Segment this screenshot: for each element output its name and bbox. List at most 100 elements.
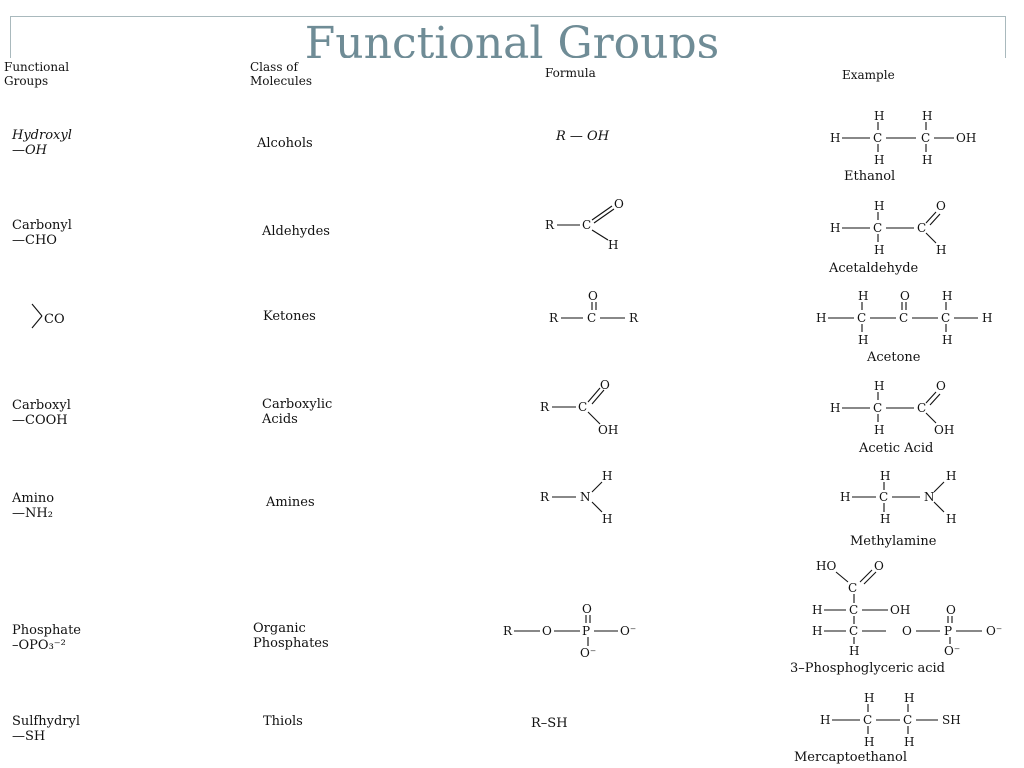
formula-amine-structure: R N H H <box>540 469 612 526</box>
svg-text:H: H <box>602 512 612 526</box>
svg-text:O⁻: O⁻ <box>986 624 1002 638</box>
svg-text:O: O <box>600 378 610 392</box>
example-methylamine-label: Methylamine <box>850 534 937 549</box>
svg-text:O: O <box>946 603 956 617</box>
svg-text:O: O <box>588 289 598 303</box>
svg-text:P: P <box>582 624 590 638</box>
svg-text:OH: OH <box>934 423 954 437</box>
header-example: Example <box>842 68 895 82</box>
svg-text:H: H <box>602 469 612 483</box>
svg-text:H: H <box>812 603 822 617</box>
svg-text:R: R <box>540 490 550 504</box>
example-mercaptoethanol-label: Mercaptoethanol <box>794 750 908 765</box>
svg-text:H: H <box>904 735 914 749</box>
svg-text:C: C <box>863 713 872 727</box>
svg-text:H: H <box>874 423 884 437</box>
svg-text:N: N <box>924 490 935 504</box>
svg-text:H: H <box>816 311 826 325</box>
svg-text:C: C <box>578 400 587 414</box>
svg-text:H: H <box>864 735 874 749</box>
example-acetaldehyde-label: Acetaldehyde <box>829 261 919 276</box>
svg-text:C: C <box>587 311 596 325</box>
svg-text:H: H <box>864 691 874 705</box>
svg-text:H: H <box>840 490 850 504</box>
svg-text:C: C <box>873 401 882 415</box>
svg-text:O: O <box>900 289 910 303</box>
group-hydroxyl: Hydroxyl —OH <box>12 128 72 158</box>
svg-text:H: H <box>812 624 822 638</box>
svg-text:H: H <box>849 644 859 658</box>
svg-text:N: N <box>580 490 591 504</box>
svg-text:O: O <box>936 379 946 393</box>
svg-text:H: H <box>922 109 932 123</box>
svg-text:C: C <box>848 581 857 595</box>
example-acetone-label: Acetone <box>867 350 921 365</box>
class-amines: Amines <box>266 495 315 510</box>
group-carbonyl: Carbonyl —CHO <box>12 218 72 248</box>
svg-text:H: H <box>830 131 840 145</box>
svg-text:C: C <box>899 311 908 325</box>
svg-text:C: C <box>921 131 930 145</box>
svg-text:H: H <box>874 199 884 213</box>
svg-text:C: C <box>903 713 912 727</box>
header-functional-groups: Functional Groups <box>4 60 70 88</box>
svg-text:C: C <box>941 311 950 325</box>
svg-text:O⁻: O⁻ <box>620 624 636 638</box>
group-sulfhydryl: Sulfhydryl —SH <box>12 714 81 744</box>
svg-text:H: H <box>858 333 868 347</box>
svg-text:H: H <box>982 311 992 325</box>
svg-text:H: H <box>608 238 618 252</box>
svg-text:H: H <box>874 379 884 393</box>
svg-text:H: H <box>946 469 956 483</box>
group-carboxyl: Carboxyl —COOH <box>12 398 71 428</box>
svg-text:C: C <box>879 490 888 504</box>
svg-text:HO: HO <box>816 559 836 573</box>
class-thiols: Thiols <box>263 714 303 729</box>
svg-text:O: O <box>582 602 592 616</box>
svg-text:O: O <box>542 624 552 638</box>
example-phosphoglyceric-label: 3–Phosphoglyceric acid <box>790 661 946 676</box>
class-carboxylic-acids: Carboxylic Acids <box>262 397 333 427</box>
svg-text:OH: OH <box>890 603 910 617</box>
svg-text:H: H <box>820 713 830 727</box>
svg-text:C: C <box>917 401 926 415</box>
svg-text:C: C <box>857 311 866 325</box>
svg-text:H: H <box>904 691 914 705</box>
header-class: Class of Molecules <box>250 60 312 88</box>
title-frame <box>10 16 1006 60</box>
example-ethanol-label: Ethanol <box>844 169 896 184</box>
svg-text:H: H <box>858 289 868 303</box>
svg-text:H: H <box>830 401 840 415</box>
svg-text:H: H <box>942 289 952 303</box>
svg-text:OH: OH <box>598 423 618 437</box>
class-ketones: Ketones <box>263 309 316 324</box>
formula-thiol: R–SH <box>531 716 568 731</box>
svg-text:C: C <box>917 221 926 235</box>
svg-text:O⁻: O⁻ <box>580 646 596 660</box>
svg-text:H: H <box>874 153 884 167</box>
svg-text:H: H <box>946 512 956 526</box>
svg-text:O: O <box>936 199 946 213</box>
svg-text:C: C <box>873 221 882 235</box>
header-formula: Formula <box>545 66 596 80</box>
svg-text:OH: OH <box>956 131 976 145</box>
svg-text:R: R <box>629 311 639 325</box>
svg-text:P: P <box>944 624 952 638</box>
svg-text:H: H <box>880 469 890 483</box>
svg-text:H: H <box>830 221 840 235</box>
ketone-bond-icon <box>31 303 43 329</box>
formula-alcohol: R — OH <box>556 129 610 144</box>
example-acetic-acid-label: Acetic Acid <box>859 441 934 456</box>
svg-text:H: H <box>874 243 884 257</box>
svg-text:H: H <box>936 243 946 257</box>
svg-text:O⁻: O⁻ <box>944 644 960 658</box>
